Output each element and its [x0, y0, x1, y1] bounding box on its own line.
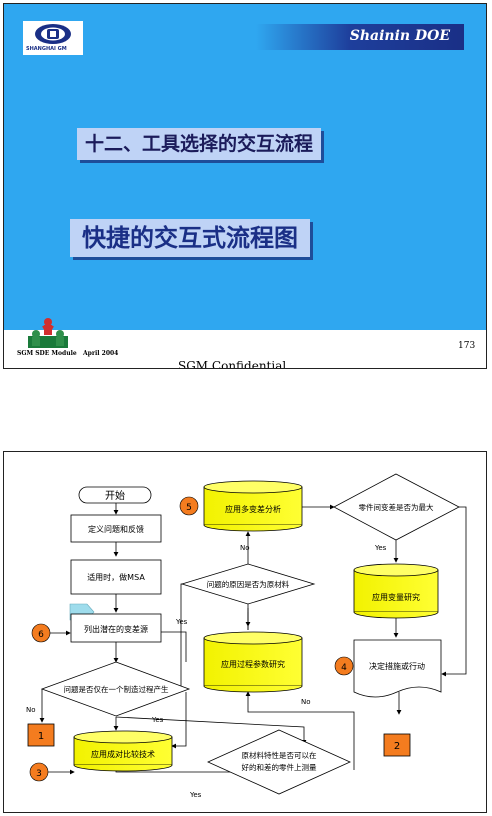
start-node: 开始 [78, 486, 152, 504]
label-no-3: No [301, 698, 311, 706]
footer-module: SGM SDE Module [17, 350, 77, 357]
terminal-box-2: 2 [383, 733, 411, 757]
decision-one-process: 问题是否仅在一个制造过程产生 [40, 661, 191, 717]
title-slide: SHANGHAI GM Shainin DOE 十二、工具选择的交互流程 快捷的… [3, 3, 487, 369]
svg-text:1: 1 [38, 731, 44, 742]
label-yes-2: Yes [175, 618, 188, 626]
terminal-box-1: 1 [27, 723, 55, 747]
decision-raw-measurable: 原材料特性是否可以在 好的和差的零件上测量 [207, 729, 351, 795]
svg-text:原材料特性是否可以在: 原材料特性是否可以在 [242, 750, 317, 760]
branch-labels: No Yes Yes No Yes No Yes [26, 544, 387, 799]
section-subtitle: 快捷的交互式流程图 [70, 219, 310, 257]
svg-text:3: 3 [36, 769, 42, 779]
paired-comparison-cylinder: 应用成对比较技术 [73, 730, 173, 772]
page-number: 173 [458, 341, 476, 351]
define-problem-box: 定义问题和反馈 [70, 514, 162, 543]
svg-text:问题是否仅在一个制造过程产生: 问题是否仅在一个制造过程产生 [64, 684, 169, 694]
confidential-label: SGM Confidential [178, 359, 287, 369]
svg-text:好的和差的零件上测量: 好的和差的零件上测量 [242, 762, 317, 772]
svg-text:应用变量研究: 应用变量研究 [372, 592, 420, 602]
msa-box: 适用时，做MSA [70, 559, 162, 595]
logo-caption: SHANGHAI GM [26, 46, 67, 52]
flowchart-slide: 开始 定义问题和反馈 适用时，做MSA 列出潜在的变差源 问题是否仅在一个制造过… [3, 451, 487, 813]
svg-text:适用时，做MSA: 适用时，做MSA [87, 572, 145, 582]
svg-text:2: 2 [394, 741, 400, 752]
svg-text:零件间变差是否为最大: 零件间变差是否为最大 [359, 502, 434, 512]
multivari-cylinder: 应用多变差分析 [203, 480, 303, 532]
badge-4: 4 [334, 656, 354, 676]
svg-text:应用过程参数研究: 应用过程参数研究 [221, 659, 285, 669]
sgm-logo [23, 21, 83, 55]
label-no-1: No [26, 706, 36, 714]
badge-5: 5 [179, 496, 199, 516]
svg-text:应用成对比较技术: 应用成对比较技术 [91, 749, 155, 759]
svg-text:决定措施或行动: 决定措施或行动 [369, 661, 425, 671]
list-sources-box: 列出潜在的变差源 [69, 603, 162, 643]
component-search-cylinder: 应用变量研究 [353, 563, 439, 619]
section-title: 十二、工具选择的交互流程 [77, 128, 322, 160]
badge-6: 6 [31, 623, 71, 643]
badge-3: 3 [29, 762, 75, 782]
flowchart-diagram: 开始 定义问题和反馈 适用时，做MSA 列出潜在的变差源 问题是否仅在一个制造过… [26, 473, 467, 799]
svg-text:应用多变差分析: 应用多变差分析 [225, 504, 281, 514]
header-title: Shainin DOE [349, 28, 450, 44]
svg-text:定义问题和反馈: 定义问题和反馈 [88, 524, 144, 534]
footer-date: April 2004 [83, 350, 119, 357]
svg-text:开始: 开始 [105, 489, 125, 502]
footer-area [4, 330, 486, 368]
decision-part-variation: 零件间变差是否为最大 [333, 473, 460, 541]
team-icon [28, 318, 68, 348]
svg-text:列出潜在的变差源: 列出潜在的变差源 [84, 624, 148, 634]
svg-text:6: 6 [38, 630, 44, 640]
process-parameter-cylinder: 应用过程参数研究 [203, 631, 303, 693]
label-yes-3: Yes [374, 544, 387, 552]
svg-text:5: 5 [186, 503, 192, 513]
header-bar: Shainin DOE [256, 24, 464, 50]
label-no-2: No [240, 544, 250, 552]
decide-action-document: 决定措施或行动 [353, 639, 442, 698]
label-yes-4: Yes [189, 791, 202, 799]
svg-text:4: 4 [341, 663, 347, 673]
decision-raw-material: 问题的原因是否为原材料 [180, 563, 316, 605]
svg-text:问题的原因是否为原材料: 问题的原因是否为原材料 [207, 579, 290, 589]
label-yes-1: Yes [151, 716, 164, 724]
